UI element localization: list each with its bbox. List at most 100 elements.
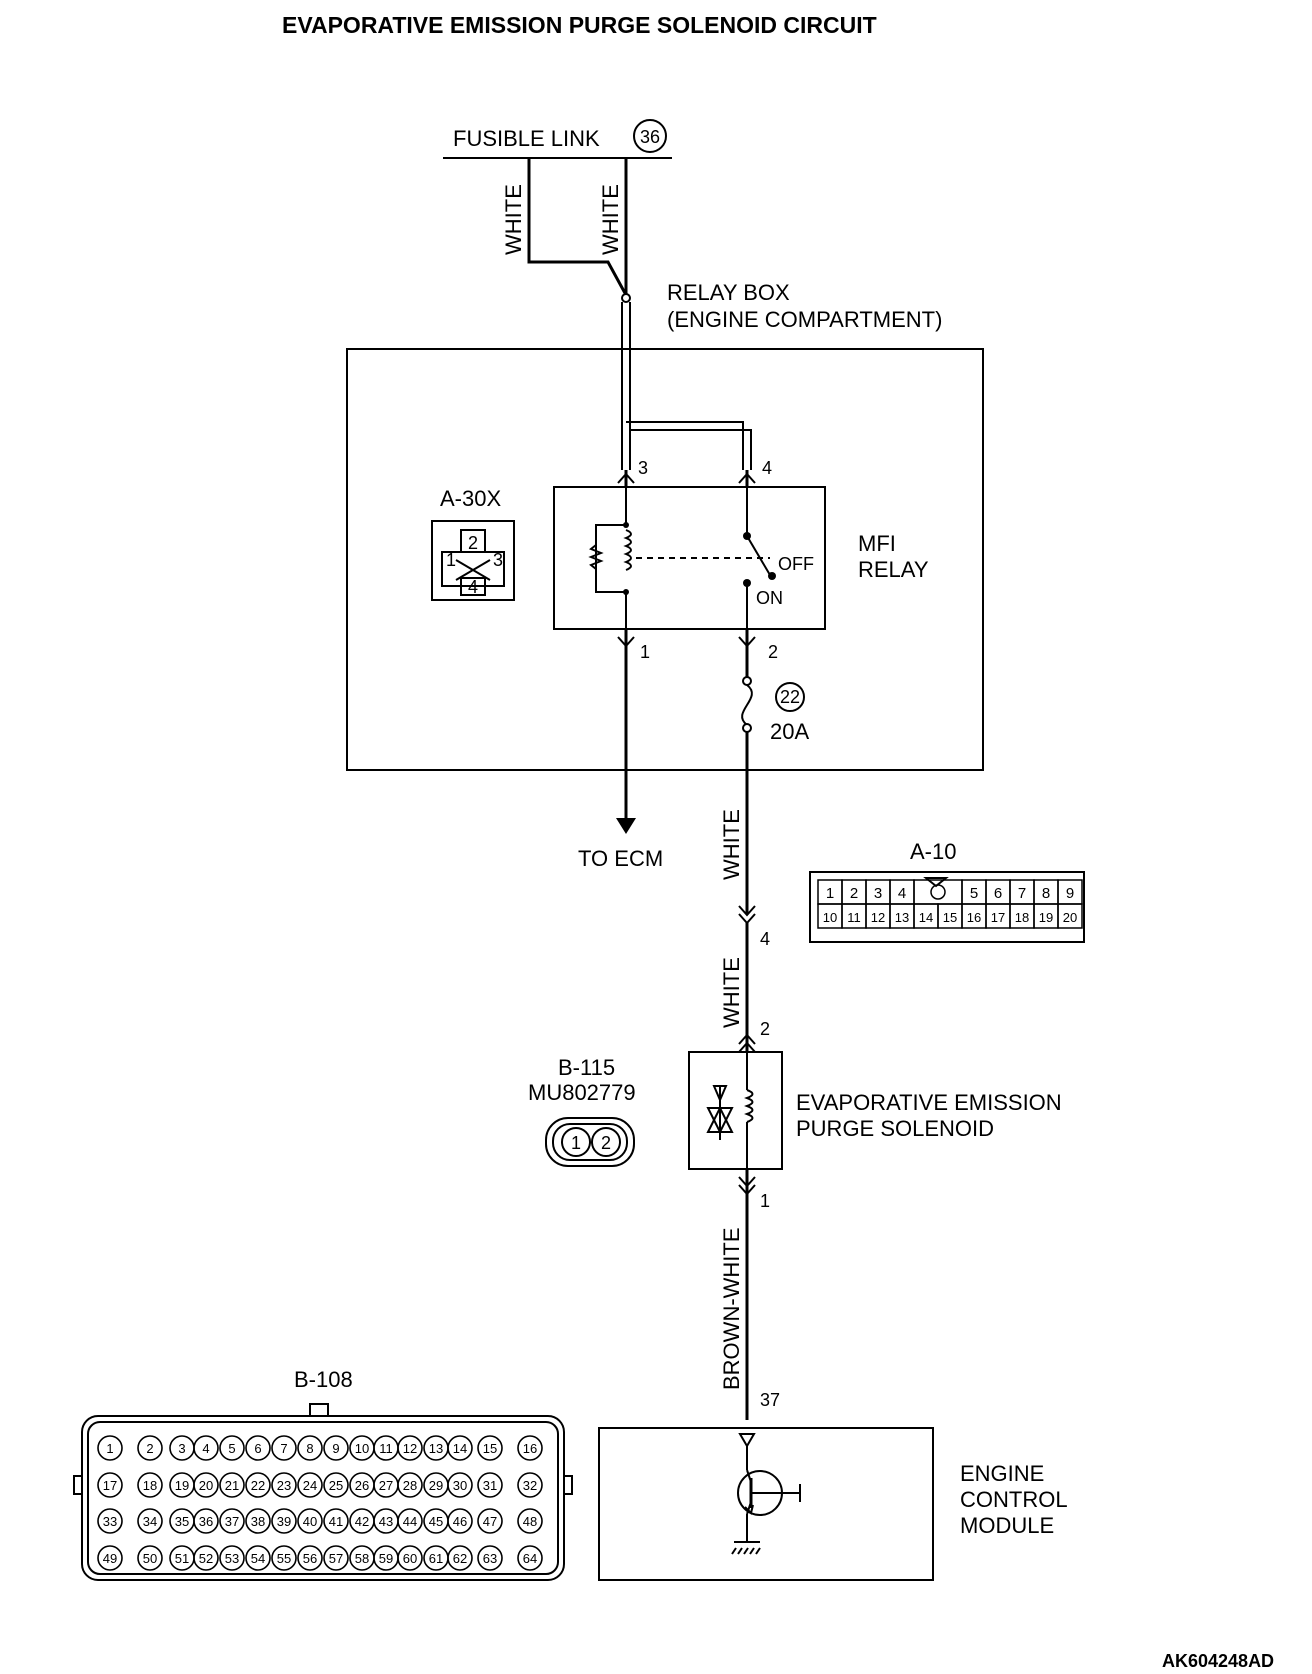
a10-pin: 10: [823, 910, 837, 925]
relay-pin-1: 1: [640, 642, 650, 662]
relay-switch-on: ON: [756, 588, 783, 608]
a10-pin: 5: [970, 885, 978, 902]
fuse-rating: 20A: [770, 719, 809, 744]
wire-label-white-right: WHITE: [598, 184, 623, 255]
b108-pin: 10: [355, 1441, 369, 1456]
connector-a30x-label: A-30X: [440, 486, 501, 511]
a10-pin: 19: [1039, 910, 1053, 925]
b108-pin: 21: [225, 1478, 239, 1493]
b108-pin: 49: [103, 1551, 117, 1566]
wire-label-white-relay-a10: WHITE: [719, 809, 744, 880]
b108-pin: 55: [277, 1551, 291, 1566]
a30x-pin-3: 3: [493, 550, 503, 570]
a10-key-icon: [930, 884, 946, 900]
a10-pin: 7: [1018, 885, 1026, 902]
b108-pin: 14: [453, 1441, 467, 1456]
fusible-link-label: FUSIBLE LINK: [453, 126, 600, 151]
wire-solenoid-to-ecm: 1 BROWN-WHITE 37: [719, 1169, 780, 1420]
relay-pin-3: 3: [638, 458, 648, 478]
b108-pin: 31: [483, 1478, 497, 1493]
a10-pin: 1: [826, 885, 834, 902]
a10-pin: 4: [898, 885, 906, 902]
b108-pin: 4: [202, 1441, 209, 1456]
b108-pin: 36: [199, 1514, 213, 1529]
b108-pin: 64: [523, 1551, 537, 1566]
b108-pin: 35: [175, 1514, 189, 1529]
b108-pin: 59: [379, 1551, 393, 1566]
b108-pin: 23: [277, 1478, 291, 1493]
relay-pin-2: 2: [768, 642, 778, 662]
engine-control-module: [598, 1427, 934, 1581]
b108-pin: 11: [379, 1441, 393, 1456]
connector-b108-label: B-108: [294, 1367, 353, 1392]
b108-pin: 51: [175, 1551, 189, 1566]
solenoid-pin-1: 1: [760, 1191, 770, 1211]
relay-pin-4: 4: [762, 458, 772, 478]
wire-to-ecm: TO ECM: [578, 650, 663, 871]
b108-pin: 27: [379, 1478, 393, 1493]
b108-pin: 47: [483, 1514, 497, 1529]
b108-pin: 52: [199, 1551, 213, 1566]
connector-b115-part-number: MU802779: [528, 1080, 636, 1105]
a10-pin: 16: [967, 910, 981, 925]
b108-pin: 42: [355, 1514, 369, 1529]
a10-pin: 20: [1063, 910, 1077, 925]
solenoid-label-line1: EVAPORATIVE EMISSION: [796, 1090, 1062, 1115]
b108-pin: 39: [277, 1514, 291, 1529]
a10-pin-label: 4: [760, 929, 770, 949]
b108-pin: 22: [251, 1478, 265, 1493]
b108-pin: 6: [254, 1441, 261, 1456]
b108-pin: 7: [280, 1441, 287, 1456]
purge-solenoid: [688, 1051, 783, 1170]
a10-pin: 2: [850, 885, 858, 902]
b108-pin: 62: [453, 1551, 467, 1566]
wire-fuse-to-a10: WHITE 4: [719, 732, 770, 949]
relay-box-label-line1: RELAY BOX: [667, 280, 790, 305]
a10-pin: 17: [991, 910, 1005, 925]
b108-pin: 3: [178, 1441, 185, 1456]
a30x-pin-4: 4: [468, 577, 478, 597]
ecm-label-line2: CONTROL: [960, 1487, 1068, 1512]
to-ecm-label: TO ECM: [578, 846, 663, 871]
relay-box-label-line2: (ENGINE COMPARTMENT): [667, 307, 942, 332]
b108-pin: 33: [103, 1514, 117, 1529]
b108-pin: 58: [355, 1551, 369, 1566]
b108-pin: 5: [228, 1441, 235, 1456]
b108-pin: 18: [143, 1478, 157, 1493]
b108-pin: 26: [355, 1478, 369, 1493]
relay-switch-off: OFF: [778, 554, 814, 574]
b108-pin: 57: [329, 1551, 343, 1566]
ecm-label-line1: ENGINE: [960, 1461, 1044, 1486]
b108-pin: 48: [523, 1514, 537, 1529]
wire-label-white-left: WHITE: [501, 184, 526, 255]
reference-code: AK604248AD: [1162, 1651, 1274, 1671]
a10-pin: 14: [919, 910, 933, 925]
b108-pin: 15: [483, 1441, 497, 1456]
b108-pin: 45: [429, 1514, 443, 1529]
wire-label-white-a10-solenoid: WHITE: [719, 957, 744, 1028]
mfi-relay-label-line1: MFI: [858, 531, 896, 556]
b108-pin: 2: [146, 1441, 153, 1456]
a10-pin: 15: [943, 910, 957, 925]
b108-pin: 60: [403, 1551, 417, 1566]
ecm-pin-37: 37: [760, 1390, 780, 1410]
b115-pin-1: 1: [571, 1133, 581, 1153]
connector-b115: B-115 MU802779 1 2: [528, 1055, 636, 1167]
b108-pin: 1: [106, 1441, 113, 1456]
mfi-relay-label-line2: RELAY: [858, 557, 929, 582]
relay-feed-wires: [621, 302, 752, 470]
a10-pin: 3: [874, 885, 882, 902]
fusible-link-number: 36: [640, 127, 660, 147]
b108-pin: 29: [429, 1478, 443, 1493]
b108-pin: 44: [403, 1514, 417, 1529]
b108-pin: 50: [143, 1551, 157, 1566]
a10-pin: 18: [1015, 910, 1029, 925]
a10-pin: 13: [895, 910, 909, 925]
b108-pin: 20: [199, 1478, 213, 1493]
a10-pin: 12: [871, 910, 885, 925]
relay-box: [346, 348, 984, 771]
b115-pin-2: 2: [601, 1133, 611, 1153]
b108-pin: 54: [251, 1551, 265, 1566]
